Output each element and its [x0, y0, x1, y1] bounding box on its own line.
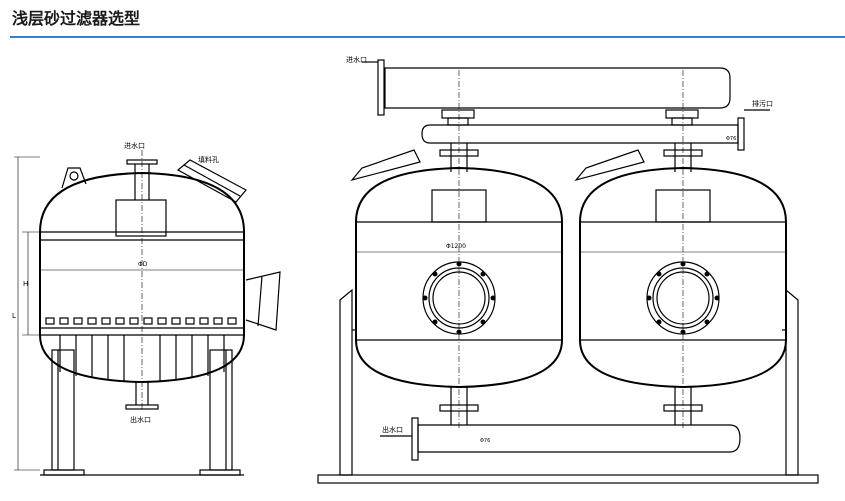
right-inlet-label: 进水口 [346, 55, 367, 64]
right-twin-view: 进水口 排污口 Φ76 Φ1200 [317, 55, 819, 484]
left-h-label: H [23, 280, 28, 288]
right-outlet-label: 出水口 [382, 425, 403, 434]
left-fill-label: 填料孔 [198, 155, 219, 164]
manhole-tank-2 [646, 261, 720, 335]
filter-drawing: L H ΦD 进水口 填料孔 [12, 55, 819, 484]
manhole-tank-1 [422, 261, 496, 335]
internal-pipes [59, 335, 225, 381]
left-inlet-label: 进水口 [124, 141, 145, 150]
right-dia-label: Φ1200 [446, 243, 466, 250]
title-underline [10, 36, 845, 38]
nozzle-caps [45, 317, 237, 325]
right-pipe-dia-bottom: Φ76 [480, 438, 490, 444]
page-title: 浅层砂过滤器选型 [12, 9, 141, 28]
left-l-label: L [12, 312, 16, 320]
left-dia-label: ΦD [138, 261, 148, 268]
right-backwash-label: 排污口 [752, 99, 773, 108]
left-outlet-label: 出水口 [130, 415, 151, 424]
right-pipe-dia-top: Φ76 [726, 136, 736, 142]
left-tank-view: L H ΦD 进水口 填料孔 [12, 141, 281, 476]
